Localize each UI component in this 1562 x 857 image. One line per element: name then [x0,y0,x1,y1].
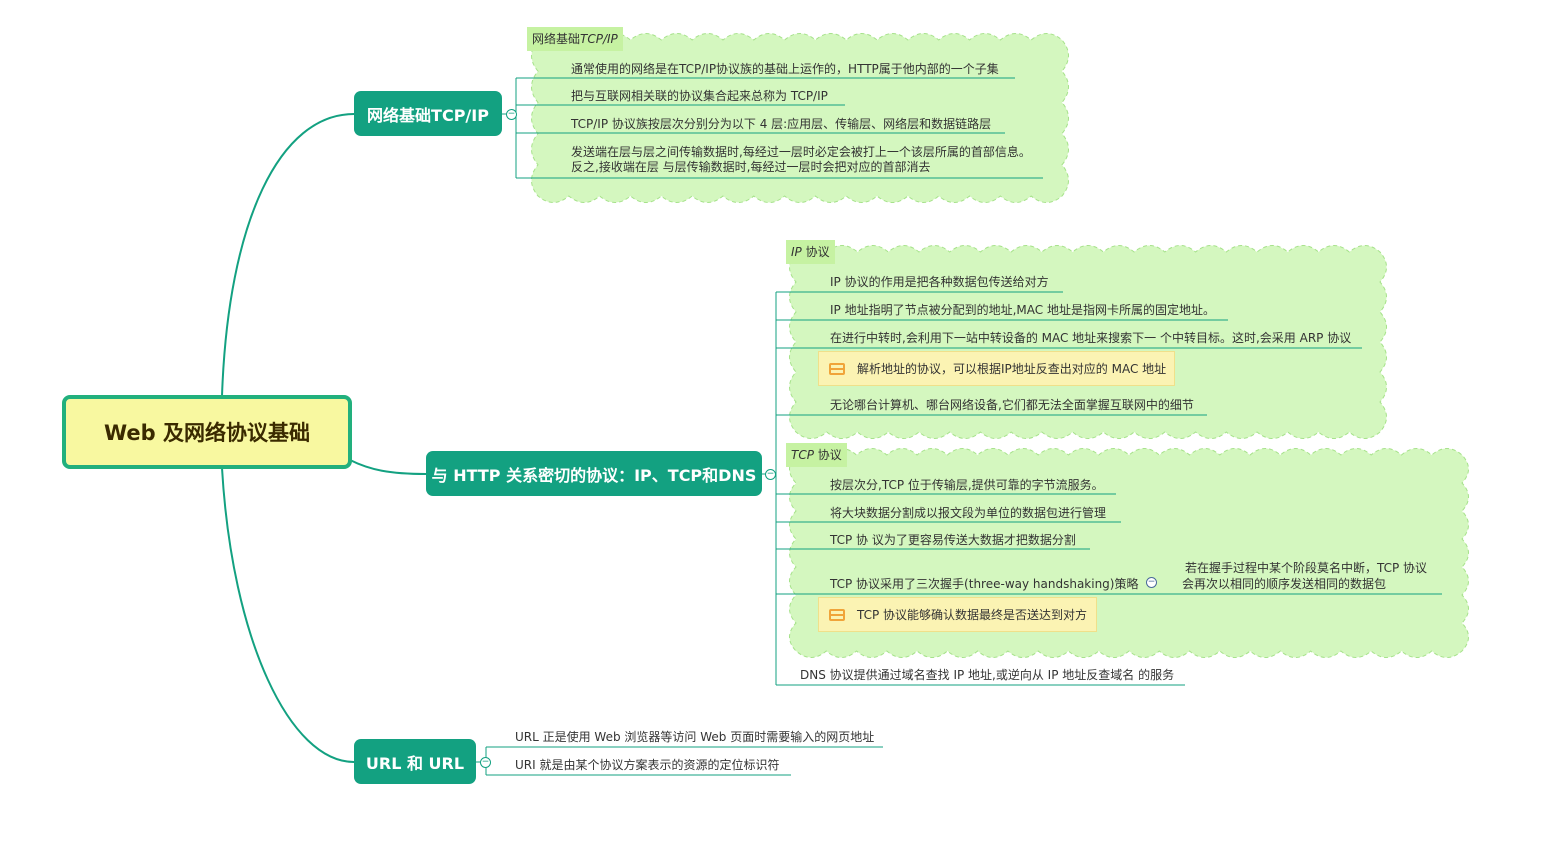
branch-url-label: URL 和 URL [365,753,465,773]
connector-root-tcpip [221,113,355,397]
topic-tcp-item[interactable]: TCP 协 议为了更容易传送大数据才把数据分割 [830,533,1076,547]
root-topic-label: Web 及网络协议基础 [103,421,310,445]
topic-dns[interactable]: DNS 协议提供通过域名查找 IP 地址,或逆向从 IP 地址反查域名 的服务 [800,668,1175,682]
branch-http-protocols[interactable]: 与 HTTP 关系密切的协议：IP、TCP和DNS [426,451,762,496]
boundary-label-tcpip[interactable]: 网络基础TCP/IP [527,27,623,51]
collapse-minus-icon[interactable]: − [506,109,517,120]
collapse-minus-icon[interactable]: − [765,469,776,480]
topic-ip-item[interactable]: IP 协议的作用是把各种数据包传送给对方 [830,275,1049,289]
boundary-label-tcp[interactable]: TCP 协议 [786,443,847,467]
topic-tcpip-item[interactable]: 把与互联网相关联的协议集合起来总称为 TCP/IP [571,89,828,103]
connector-http-trunk [762,292,777,685]
topic-tcpip-item[interactable]: TCP/IP 协议族按层次分别分为以下 4 层:应用层、传输层、网络层和数据链路… [571,117,992,131]
topic-tcpip-item[interactable]: 发送端在层与层之间传输数据时,每经过一层时必定会被打上一个该层所属的首部信息。 [571,145,1031,159]
branch-url[interactable]: URL 和 URL [354,739,476,784]
topic-tcp-handshake[interactable]: TCP 协议采用了三次握手(three-way handshaking)策略 [830,577,1139,591]
boundary-cloud-tcpip [531,33,1069,203]
topic-url-item[interactable]: URI 就是由某个协议方案表示的资源的定位标识符 [515,758,780,772]
boundary-cloud-ip [789,245,1387,439]
connector-root-http [349,459,427,475]
topic-ip-item[interactable]: IP 地址指明了节点被分配到的地址,MAC 地址是指网卡所属的固定地址。 [830,303,1215,317]
notes-icon [829,608,845,621]
branch-http-label: 与 HTTP 关系密切的协议：IP、TCP和DNS [431,465,757,485]
boundary-label-ip[interactable]: IP 协议 [786,240,835,264]
connector-root-url [221,467,355,763]
topic-ip-item[interactable]: 无论哪台计算机、哪台网络设备,它们都无法全面掌握互联网中的细节 [830,398,1194,412]
note-ip-arp[interactable]: 解析地址的协议，可以根据IP地址反查出对应的 MAC 地址 [818,351,1175,386]
topic-url-item[interactable]: URL 正是使用 Web 浏览器等访问 Web 页面时需要输入的网页地址 [515,730,875,744]
note-tcp-text: TCP 协议能够确认数据最终是否送达到对方 [857,608,1088,622]
topic-tcp-item[interactable]: 按层次分,TCP 位于传输层,提供可靠的字节流服务。 [830,478,1104,492]
topic-tcp-handshake-detail[interactable]: 若在握手过程中某个阶段莫名中断，TCP 协议 [1185,561,1428,575]
topic-ip-item[interactable]: 在进行中转时,会利用下一站中转设备的 MAC 地址来搜索下一 个中转目标。这时,… [830,331,1352,345]
note-ip-text: 解析地址的协议，可以根据IP地址反查出对应的 MAC 地址 [857,362,1167,376]
root-topic[interactable]: Web 及网络协议基础 [62,395,352,469]
collapse-minus-icon[interactable]: − [480,757,491,768]
connector-tcpip-trunk [502,78,517,178]
note-tcp-delivery[interactable]: TCP 协议能够确认数据最终是否送达到对方 [818,597,1097,632]
topic-tcp-handshake-detail[interactable]: 会再次以相同的顺序发送相同的数据包 [1182,577,1387,591]
topic-tcpip-item[interactable]: 反之,接收端在层 与层传输数据时,每经过一层时会把对应的首部消去 [571,160,931,174]
branch-tcpip-label: 网络基础TCP/IP [367,105,489,125]
collapse-minus-icon[interactable]: − [1146,577,1157,588]
notes-icon [829,362,845,375]
branch-tcpip[interactable]: 网络基础TCP/IP [354,91,502,136]
topic-tcpip-item[interactable]: 通常使用的网络是在TCP/IP协议族的基础上运作的，HTTP属于他内部的一个子集 [571,62,999,76]
topic-tcp-item[interactable]: 将大块数据分割成以报文段为单位的数据包进行管理 [830,506,1107,520]
